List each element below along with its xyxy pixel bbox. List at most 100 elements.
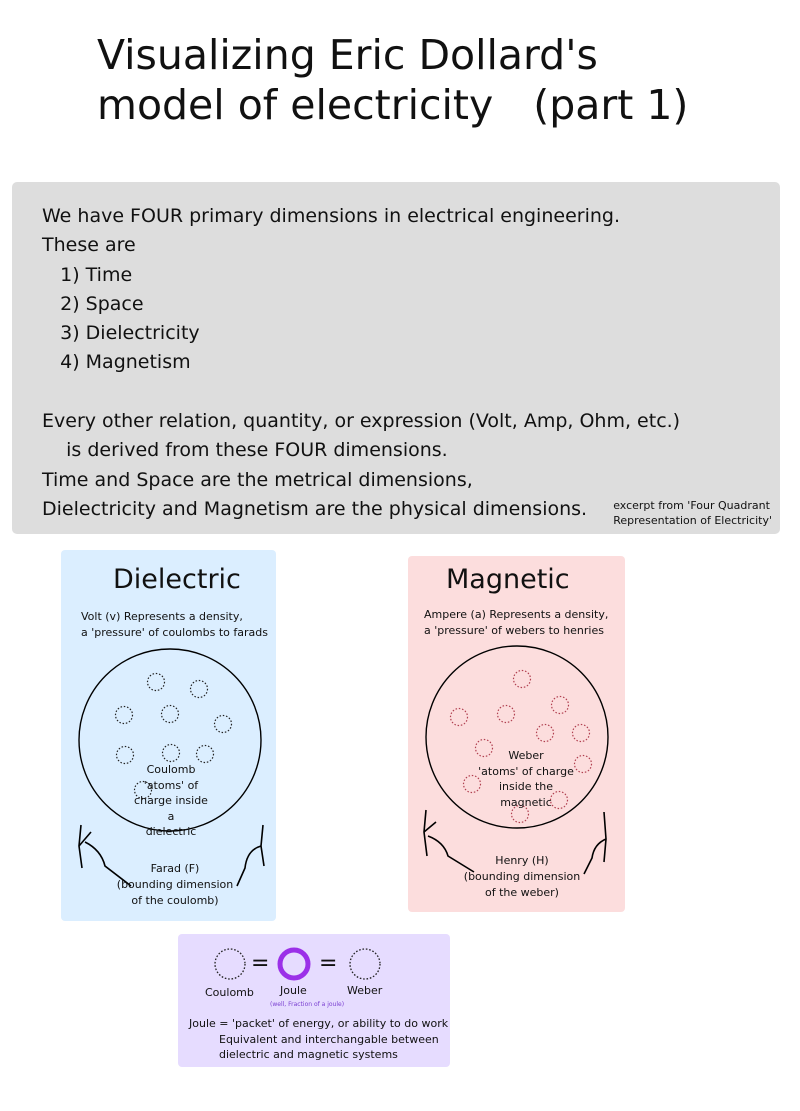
excerpt-citation: excerpt from 'Four Quadrant Representati… — [613, 498, 772, 528]
weber-label-line: Weber — [508, 749, 544, 762]
magnetic-desc-line-1: Ampere (a) Represents a density, — [424, 608, 609, 621]
weber-atom — [496, 704, 516, 724]
title-line-2-main: model of electricity — [97, 81, 494, 129]
weber-atom — [571, 723, 591, 743]
henry-label: Henry (H) (bounding dimension of the web… — [460, 853, 584, 901]
joule-equivalence-box: = = Coulomb Joule (well, Fraction of a j… — [178, 934, 450, 1067]
weber-atom-icon — [349, 948, 381, 980]
coulomb-atom — [161, 743, 181, 763]
intro-text: We have FOUR primary dimensions in elect… — [42, 202, 680, 524]
coulomb-atom — [195, 744, 215, 764]
coulomb-atom — [213, 714, 233, 734]
coulomb-atom — [160, 704, 180, 724]
title-part-label: (part 1) — [533, 81, 689, 129]
weber-atom — [550, 695, 570, 715]
intro-line: These are — [42, 234, 136, 257]
joule-definition-line: dielectric and magnetic systems — [219, 1048, 398, 1061]
joule-ring-icon — [277, 947, 311, 981]
dielectric-diagram — [78, 648, 265, 887]
coulomb-label-line: charge inside a — [134, 794, 208, 823]
excerpt-line-2: Representation of Electricity' — [613, 514, 772, 527]
equals-sign: = — [251, 951, 270, 976]
magnetic-diagram — [423, 645, 609, 875]
dielectric-desc-line-1: Volt (v) Represents a density, — [81, 610, 243, 623]
weber-atom — [549, 790, 569, 810]
joule-equivalence-diagram — [214, 947, 381, 981]
right-boundary-stroke — [603, 811, 607, 863]
joule-definition: Joule = 'packet' of energy, or ability t… — [189, 1016, 448, 1063]
title-line-2: model of electricity (part 1) — [97, 80, 688, 130]
henry-label-line: of the weber) — [485, 886, 559, 899]
weber-atom — [462, 774, 482, 794]
intro-line: 3) Dielectricity — [42, 322, 200, 345]
left-boundary-stroke — [423, 809, 428, 857]
joule-definition-line: Equivalent and interchangable between — [219, 1032, 439, 1046]
henry-label-line: (bounding dimension — [463, 870, 581, 883]
dielectric-boundary-circle — [78, 648, 262, 832]
intro-line: 4) Magnetism — [42, 351, 191, 374]
coulomb-atom — [133, 780, 153, 800]
farad-label-line: of the coulomb) — [131, 894, 219, 907]
intro-line: 1) Time — [42, 263, 133, 286]
farad-label-line: Farad (F) — [150, 862, 200, 875]
magnetic-boundary-circle — [425, 645, 609, 829]
left-arrow-head — [78, 831, 92, 847]
farad-bounding-arrows — [78, 824, 265, 887]
dielectric-description: Volt (v) Represents a density, a 'pressu… — [81, 609, 268, 641]
right-boundary-stroke — [260, 824, 265, 867]
weber-atom — [535, 723, 555, 743]
henry-label-line: Henry (H) — [495, 854, 549, 867]
coulomb-atoms — [114, 672, 233, 800]
title-line-1: Visualizing Eric Dollard's — [97, 31, 598, 79]
joule-note: (well, Fraction of a joule) — [270, 1001, 345, 1008]
weber-atom — [573, 754, 593, 774]
intro-line: is derived from these FOUR dimensions. — [42, 439, 448, 462]
weber-atom — [512, 669, 532, 689]
intro-line: Dielectricity and Magnetism are the phys… — [42, 497, 588, 520]
intro-box: We have FOUR primary dimensions in elect… — [12, 182, 780, 534]
right-arrow-curve — [236, 845, 262, 887]
weber-atoms — [449, 669, 593, 824]
coulomb-atom — [146, 672, 166, 692]
dielectric-panel: Dielectric Volt (v) Represents a density… — [61, 550, 276, 921]
page-title: Visualizing Eric Dollard's model of elec… — [97, 30, 688, 130]
coulomb-atom — [189, 679, 209, 699]
coulomb-atom-icon — [214, 948, 246, 980]
joule-caption: Joule — [280, 984, 307, 997]
intro-line — [42, 378, 680, 407]
intro-line: We have FOUR primary dimensions in elect… — [42, 205, 620, 227]
weber-atom — [474, 738, 494, 758]
magnetic-panel: Magnetic Ampere (a) Represents a density… — [408, 556, 625, 912]
coulomb-label-line: dielectric — [145, 825, 197, 838]
weber-caption: Weber — [347, 984, 383, 997]
coulomb-label-line: 'atoms' of — [143, 778, 199, 792]
farad-label-line: (bounding dimension — [116, 878, 234, 891]
coulomb-atom — [115, 745, 135, 765]
dielectric-title: Dielectric — [113, 564, 241, 595]
dielectric-desc-line-2: a 'pressure' of coulombs to farads — [81, 626, 268, 639]
weber-label: Weber 'atoms' of charge inside the magne… — [478, 748, 574, 810]
intro-line: Time and Space are the metrical dimensio… — [42, 468, 473, 491]
weber-label-line: inside the magnetic — [498, 780, 554, 809]
left-arrow-head — [423, 821, 437, 833]
joule-definition-line: Joule = 'packet' of energy, or ability t… — [189, 1017, 449, 1030]
magnetic-desc-line-2: a 'pressure' of webers to henries — [424, 624, 604, 637]
coulomb-label: Coulomb 'atoms' of charge inside a diele… — [133, 762, 209, 840]
coulomb-label-line: Coulomb — [146, 763, 196, 776]
weber-label-line: 'atoms' of charge — [478, 764, 574, 778]
equals-sign: = — [319, 951, 338, 976]
left-arrow-curve — [427, 835, 475, 873]
coulomb-caption: Coulomb — [205, 986, 254, 999]
henry-bounding-arrows — [423, 809, 607, 875]
farad-label: Farad (F) (bounding dimension of the cou… — [113, 861, 237, 909]
weber-atom — [510, 804, 530, 824]
weber-atom — [449, 707, 469, 727]
coulomb-atom — [114, 705, 134, 725]
magnetic-description: Ampere (a) Represents a density, a 'pres… — [424, 607, 608, 639]
left-boundary-stroke — [78, 824, 83, 869]
excerpt-line-1: excerpt from 'Four Quadrant — [613, 499, 770, 512]
right-arrow-curve — [583, 838, 607, 875]
magnetic-title: Magnetic — [446, 564, 570, 595]
left-arrow-curve — [84, 841, 132, 887]
intro-line: 2) Space — [42, 292, 144, 315]
